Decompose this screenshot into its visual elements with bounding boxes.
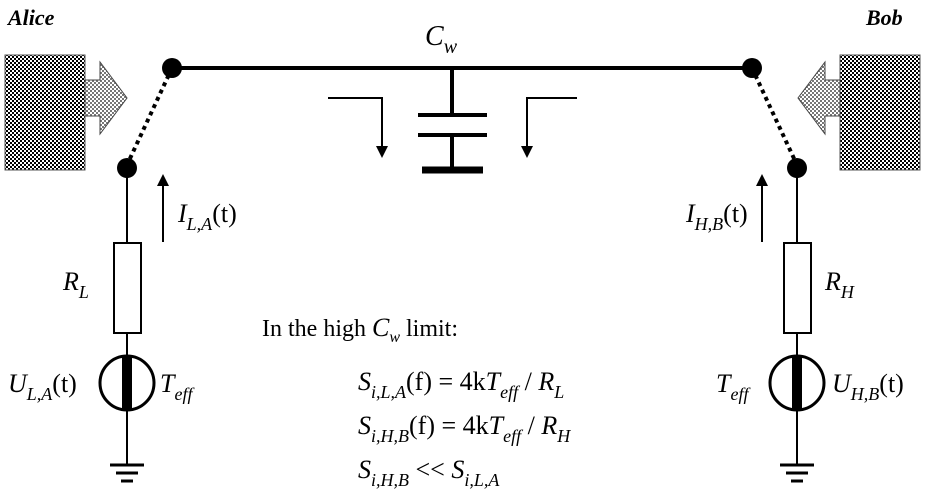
capacitor-current-arrow-right [521,97,577,158]
voltage-source-right [768,354,826,412]
voltage-right-label: UH,B(t) [832,369,904,404]
current-left-label: IL,A(t) [177,199,237,234]
alice-switch [125,67,174,166]
voltage-left-label: UL,A(t) [8,369,77,404]
bob-top-contact [742,58,762,78]
resistor-left [113,242,142,334]
equation-left-spectrum: Si,L,A(f) = 4kTeff / RL [358,367,564,402]
wire-capacitor [418,68,487,174]
capacitor-current-arrow-left [328,97,388,158]
alice-label: Alice [6,5,55,30]
bob-switch [750,67,799,166]
resistor-right-label: RH [824,267,855,302]
alice-top-contact [162,58,182,78]
equation-right-spectrum: Si,H,B(f) = 4kTeff / RH [358,411,571,446]
equation-inequality: Si,H,B << Si,L,A [358,455,500,490]
wire-capacitance-label: Cw [425,21,458,58]
temp-right-label: Teff [716,369,751,404]
bob-label: Bob [865,5,903,30]
alice-switch-actuator [4,54,128,171]
resistor-right [783,242,812,334]
ground-right [780,463,814,483]
ground-left [110,463,144,483]
limit-note: In the high Cw limit: [262,313,458,346]
voltage-source-left [98,354,156,412]
temp-left-label: Teff [160,369,195,404]
current-right-label: IH,B(t) [685,199,748,234]
resistor-left-label: RL [62,267,89,302]
bob-switch-actuator [797,54,921,171]
